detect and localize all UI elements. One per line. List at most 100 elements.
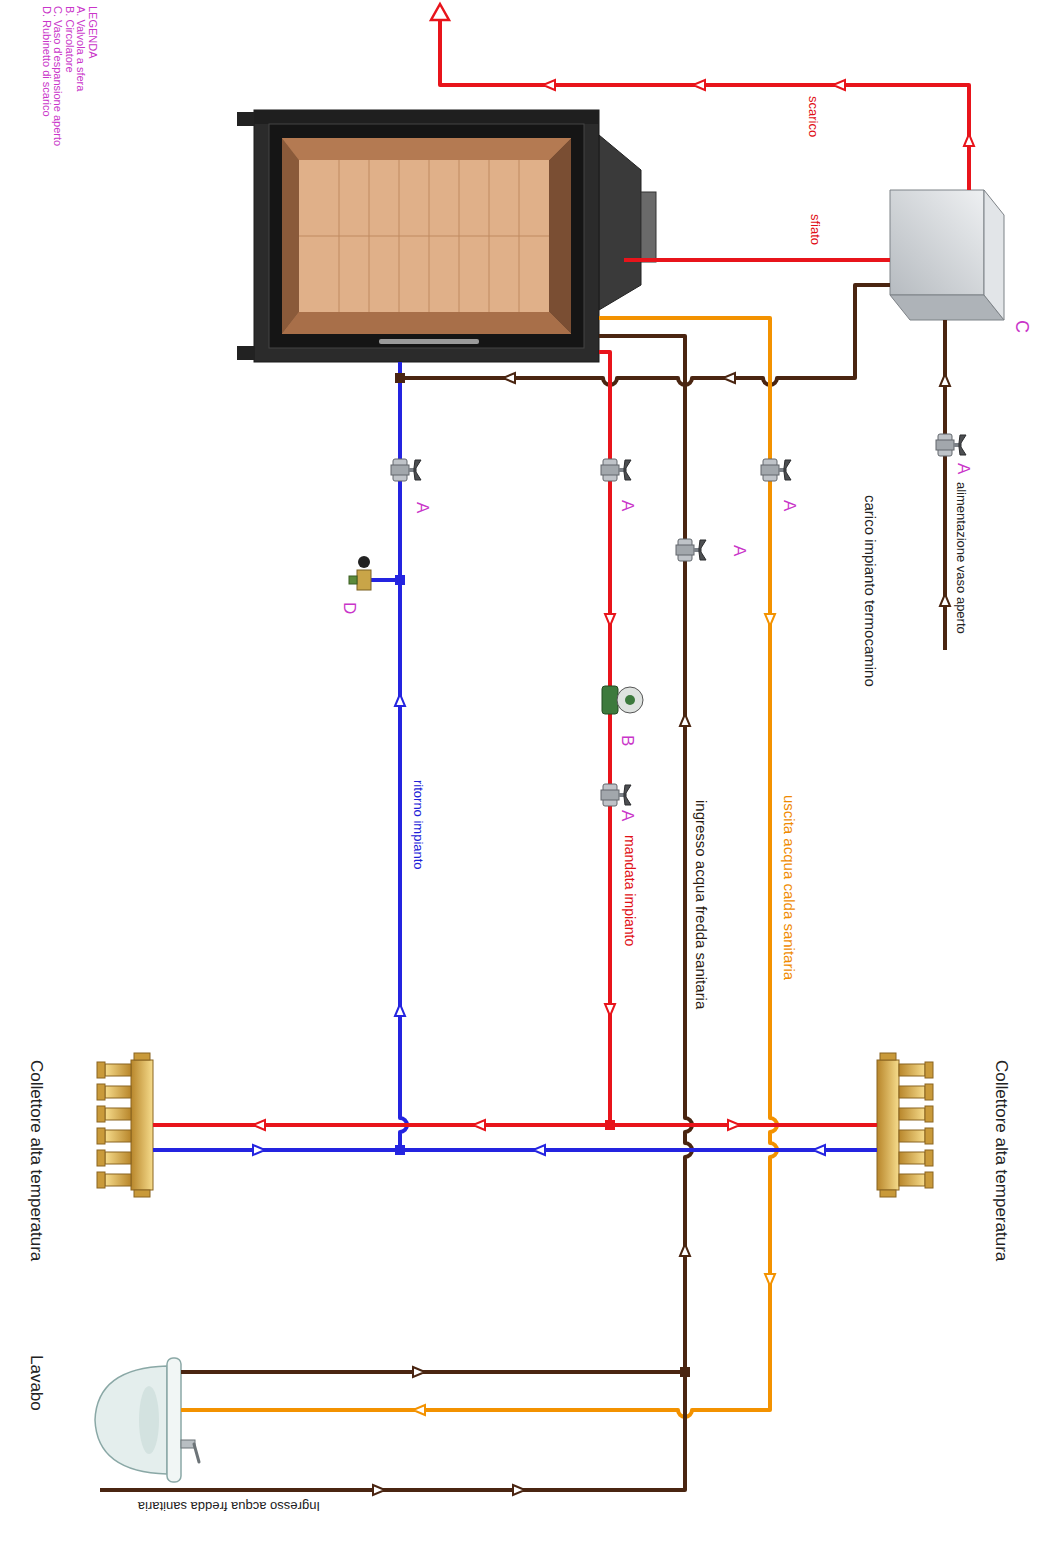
hot-water-pipe <box>181 318 777 1417</box>
flow-arrow <box>723 373 735 383</box>
flow-arrow <box>728 1120 740 1130</box>
manifold-outlet <box>97 1128 131 1144</box>
flow-arrow <box>680 714 690 726</box>
flow-arrow <box>833 80 845 90</box>
component-label: Collettore alta temperatura <box>991 1060 1011 1261</box>
flow-arrow <box>253 1145 265 1155</box>
cold-water-pipe <box>100 336 692 1490</box>
legend-title: LEGENDA <box>87 6 100 59</box>
basin-bowl <box>95 1366 167 1474</box>
manifold-bar <box>131 1060 153 1190</box>
fireplace-body <box>254 110 599 362</box>
callout-letter: A <box>617 500 637 511</box>
flow-arrow <box>693 80 705 90</box>
pipe-label: ritorno impianto <box>411 780 426 870</box>
ball-valve <box>761 459 791 481</box>
manifold-outlet <box>899 1084 933 1100</box>
tee-junction <box>680 1367 690 1377</box>
tee-junction <box>605 1120 615 1130</box>
vent-pipe <box>624 258 890 262</box>
circulator-pump <box>602 686 643 714</box>
ball-valve <box>601 459 631 481</box>
manifold-outlet <box>899 1150 933 1166</box>
ball-valve <box>936 434 966 456</box>
vessel-front <box>890 190 984 295</box>
manifold-outlet <box>97 1062 131 1078</box>
callout-letter: B <box>617 735 637 746</box>
flow-arrow <box>940 374 950 386</box>
pipe-label: ingresso acqua fredda sanitaria <box>692 800 709 1009</box>
basin-rim <box>167 1358 181 1482</box>
legend-entry: C. Vaso d'espansione aperto <box>52 6 63 146</box>
flow-arrow <box>964 134 974 146</box>
tee-junction <box>395 373 405 383</box>
pump-body <box>602 686 618 714</box>
manifold-outlet <box>899 1106 933 1122</box>
pipe-label: sfiato <box>808 214 823 245</box>
flow-arrow <box>680 1244 690 1256</box>
component-label: Lavabo <box>26 1355 46 1411</box>
firebox-floor <box>282 138 299 334</box>
manifold-outlet <box>899 1062 933 1078</box>
flow-arrow <box>765 1274 775 1286</box>
drain-cock <box>349 556 371 590</box>
callout-letter: D <box>339 602 359 614</box>
pipe-label: Ingresso acqua fredda sanitaria <box>138 1498 320 1513</box>
vessel-top <box>984 190 1004 320</box>
flow-arrow <box>543 80 555 90</box>
manifold <box>97 1053 153 1197</box>
callout-letter: A <box>729 545 749 556</box>
manifold-outlet <box>97 1172 131 1188</box>
pipe-label: mandata impianto <box>622 835 638 946</box>
ball-valve <box>601 784 631 806</box>
pump-motor <box>617 687 643 713</box>
flow-arrow <box>395 694 405 706</box>
manifold-outlet <box>97 1106 131 1122</box>
fireplace-leg <box>237 112 254 126</box>
flow-arrow <box>413 1405 425 1415</box>
door-handle <box>379 339 479 344</box>
ball-valve <box>391 459 421 481</box>
pipe-label: carico impianto termocamino <box>861 495 878 687</box>
flow-arrow <box>605 1004 615 1016</box>
flue-collar <box>641 192 656 262</box>
flow-arrow <box>940 594 950 606</box>
firebox <box>282 138 571 334</box>
manifold-outlet <box>899 1172 933 1188</box>
callout-letter: A <box>779 500 799 511</box>
drain-cock-body <box>357 570 371 590</box>
tee-junction <box>395 1145 405 1155</box>
legend-entry: D. Rubinetto di scarico <box>41 6 52 117</box>
pipe-label: alimentazione vaso aperto <box>954 482 969 634</box>
brick-joints <box>299 160 549 312</box>
basin-hollow <box>139 1386 159 1454</box>
manifold-outlet <box>97 1084 131 1100</box>
pump-hub <box>625 695 635 705</box>
tee-junction <box>395 575 405 585</box>
firebox-right <box>282 312 571 334</box>
brick-joint <box>299 236 549 237</box>
manifold-cap <box>880 1190 896 1197</box>
manifold-outlet <box>97 1150 131 1166</box>
firebox-back <box>299 160 549 312</box>
manifold <box>877 1053 933 1197</box>
callout-letter: A <box>412 502 432 513</box>
fireplace-leg <box>237 346 254 360</box>
manifold-cap <box>134 1053 150 1060</box>
expansion-vessel <box>890 190 1004 320</box>
manifold-cap <box>880 1053 896 1060</box>
cold-water-branch <box>181 1370 685 1374</box>
flow-arrow <box>503 373 515 383</box>
flow-arrow <box>533 1145 545 1155</box>
pipe-label: uscita acqua calda sanitaria <box>780 795 797 980</box>
manifold-bar <box>877 1060 899 1190</box>
flow-arrow <box>513 1485 525 1495</box>
legend-entry: A. Valvola a sfera <box>75 6 86 91</box>
fireplace-side <box>254 110 599 124</box>
callout-letter: A <box>617 810 637 821</box>
legend-entry: B. Circolatore <box>64 6 75 73</box>
flow-arrow <box>395 1004 405 1016</box>
drain-cock-handle <box>358 556 370 568</box>
